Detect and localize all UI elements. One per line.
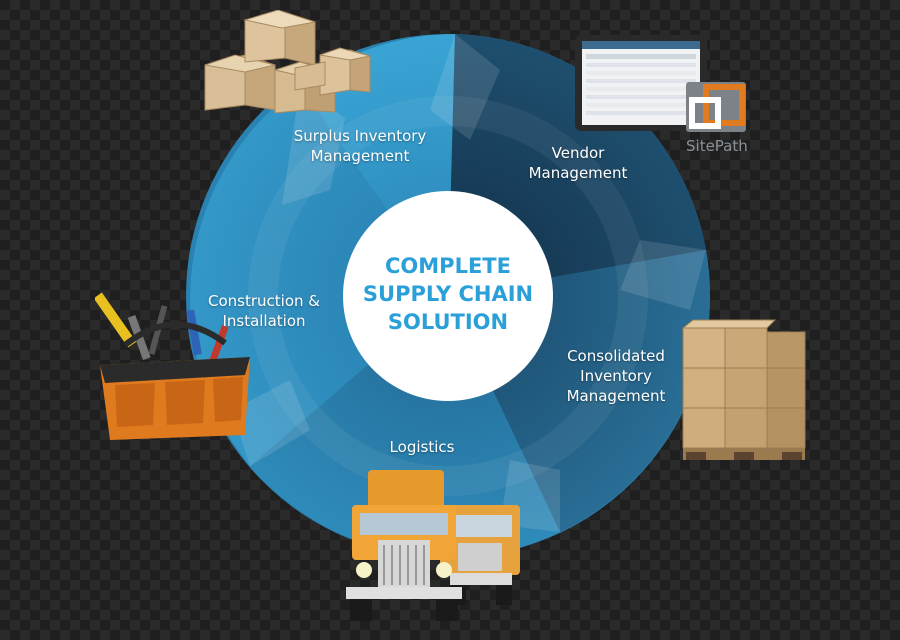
center-title: COMPLETE SUPPLY CHAIN SOLUTION (362, 254, 534, 334)
sitepath-logo-icon (686, 82, 746, 132)
label-consolidated-inventory: Consolidated Inventory Management (566, 347, 666, 405)
trucks-illustration (346, 470, 520, 621)
truck-front (346, 470, 462, 621)
inner-band (248, 96, 648, 496)
sitepath-brand-label: SitePath (686, 137, 748, 155)
segment-logistics (250, 296, 560, 557)
pallet-boxes-illustration (681, 319, 806, 460)
center-circle (343, 191, 553, 401)
boxes-illustration (204, 10, 371, 114)
label-surplus-inventory: Surplus Inventory Management (293, 127, 427, 165)
label-vendor-management: Vendor Management (528, 144, 628, 182)
label-construction-installation: Construction & Installation (208, 292, 320, 330)
ring-arrows (232, 34, 706, 532)
sitepath-tablet-illustration (575, 35, 746, 132)
toolbag-illustration (95, 292, 250, 440)
label-logistics: Logistics (389, 438, 455, 456)
segment-construction (190, 86, 448, 466)
